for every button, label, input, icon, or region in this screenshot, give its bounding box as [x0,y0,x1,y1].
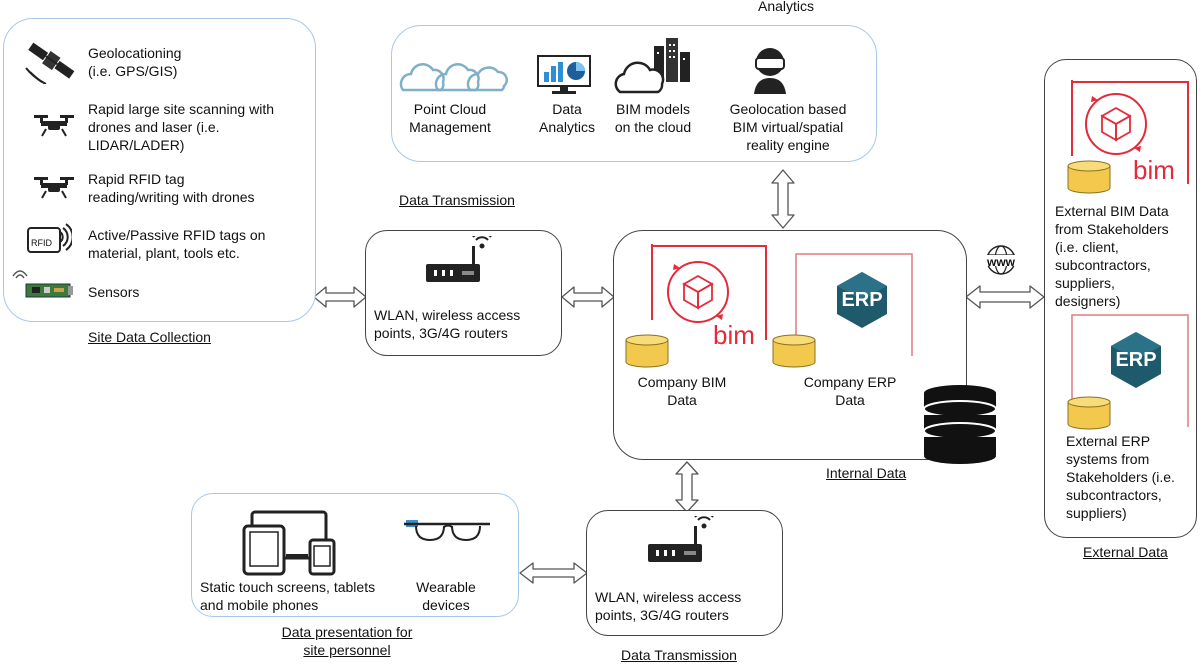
company-bim-database-icon [625,334,669,368]
analytics-item-4-line-1: Geolocation based [729,101,847,117]
presentation-devices-line-2: and mobile phones [200,597,319,613]
arrow-analytics-to-internal [771,169,795,229]
presentation-wearable-line-2: devices [422,597,470,613]
www-label: www [986,255,1015,269]
external-erp-frame [1071,314,1189,427]
vr-headset-icon [754,48,786,94]
external-bim-line-3: (i.e. client, [1055,239,1119,255]
cloud-cluster-icon [399,63,508,92]
server-database-icon [923,385,997,464]
analytics-item-4-line-2: BIM virtual/spatial [732,119,844,135]
external-bim-logo-icon [1071,80,1189,184]
sensor-board-icon [12,270,73,298]
analytics-item-1-line-1: Point Cloud [413,101,487,117]
router-icon [648,516,714,562]
rfid-icon-label: RFID [31,238,52,248]
site-item-2-line-3: LIDAR/LADER) [88,137,185,153]
site-item-4-line-2: material, plant, tools etc. [88,245,240,261]
external-bim-line-1: External BIM Data [1055,203,1169,219]
transmission-top-line-1: WLAN, wireless access [374,307,521,323]
erp-logo-icon [837,272,887,328]
site-item-1-line-2: (i.e. GPS/GIS) [88,63,178,79]
drone-icon [34,177,74,199]
company-erp-database-icon [772,334,816,368]
analytics-item-3-line-2: on the cloud [614,119,692,135]
rfid-tag-icon [27,223,72,253]
site-item-4-line-1: Active/Passive RFID tags on [88,227,266,243]
internal-erp-logo-text: ERP [841,289,883,311]
external-bim-line-6: designers) [1055,293,1121,309]
analytics-item-1-line-2: Management [409,119,491,135]
satellite-icon [25,42,75,84]
site-item-2-line-2: drones and laser (i.e. [88,119,220,135]
smart-glasses-icon [404,520,490,542]
transmission-bottom-line-1: WLAN, wireless access [595,589,742,605]
external-bim-line-4: subcontractors, [1055,257,1151,273]
external-erp-line-4: subcontractors, [1066,487,1162,503]
company-erp-line-1: Company ERP [803,374,897,390]
arrow-internal-to-external [965,285,1045,309]
transmission-top-panel [365,230,562,356]
presentation-title-line-1: Data presentation for [281,624,413,640]
external-data-panel [1044,59,1197,538]
analytics-title: Analytics [758,0,815,14]
external-bim-logo-text: bim [1133,155,1175,185]
site-item-3-line-2: reading/writing with drones [88,189,255,205]
bim-logo-icon [651,244,767,340]
devices-icon [242,510,336,576]
arrow-internal-to-wlan-bottom [675,461,699,513]
analytics-panel [391,25,877,162]
external-bim-database-icon [1067,160,1111,194]
external-erp-logo-icon [1111,332,1161,388]
monitor-chart-icon [537,55,591,94]
presentation-wearable-line-1: Wearable [416,579,476,595]
drone-icon [34,115,74,137]
external-bim-line-5: suppliers, [1055,275,1115,291]
site-item-5-line-1: Sensors [88,284,140,300]
globe-icon [980,245,1022,275]
external-erp-line-2: systems from [1066,451,1150,467]
presentation-devices-line-1: Static touch screens, tablets [200,579,376,595]
site-data-collection-title: Site Data Collection [88,329,211,345]
external-erp-line-5: suppliers) [1066,505,1127,521]
arrow-presentation-to-wlan [519,562,588,584]
router-icon [426,236,492,282]
external-bim-line-2: from Stakeholders [1055,221,1169,237]
analytics-item-2-line-2: Analytics [538,119,596,135]
transmission-top-title: Data Transmission [399,192,515,208]
transmission-top-line-2: points, 3G/4G routers [374,325,508,341]
cloud-building-icon [614,38,690,94]
external-erp-line-3: Stakeholders (i.e. [1066,469,1175,485]
internal-bim-logo-text: bim [713,320,755,350]
site-item-3-line-1: Rapid RFID tag [88,171,185,187]
external-erp-line-1: External ERP [1066,433,1151,449]
transmission-bottom-title: Data Transmission [621,647,737,663]
site-data-collection-panel [3,18,316,322]
company-bim-line-2: Data [667,392,697,408]
arrow-site-to-wlan [313,286,367,308]
site-item-2-line-1: Rapid large site scanning with [88,101,274,117]
external-erp-logo-text: ERP [1115,349,1157,371]
analytics-item-2-line-1: Data [552,101,582,117]
analytics-item-4-line-3: reality engine [746,137,830,153]
analytics-item-3-line-1: BIM models [616,101,690,117]
company-erp-line-2: Data [835,392,865,408]
external-data-title: External Data [1083,544,1168,560]
internal-data-title: Internal Data [826,465,907,481]
arrow-wlan-to-internal [561,286,615,308]
site-item-1-line-1: Geolocationing [88,45,182,61]
transmission-bottom-line-2: points, 3G/4G routers [595,607,729,623]
erp-frame [795,253,913,356]
external-erp-database-icon [1067,396,1111,430]
presentation-title-line-2: site personnel [303,642,391,658]
transmission-bottom-panel [586,510,783,636]
company-bim-line-1: Company BIM [637,374,727,390]
